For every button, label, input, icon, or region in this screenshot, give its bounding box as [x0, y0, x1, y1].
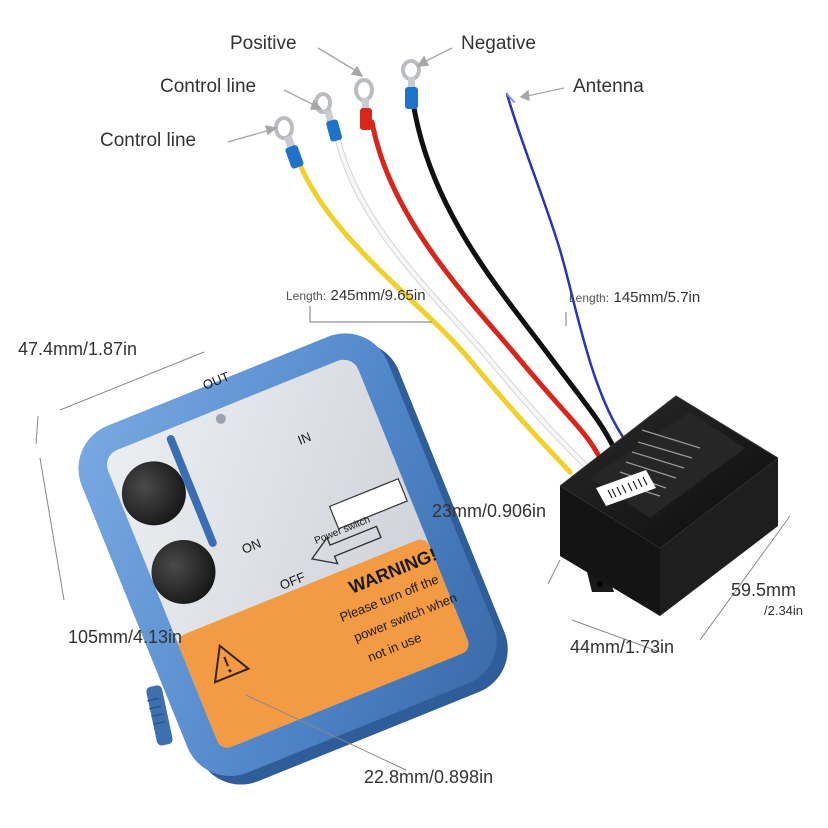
- negative-label: Negative: [461, 33, 536, 54]
- terminal-control-2: [314, 92, 342, 142]
- antenna-label: Antenna: [573, 76, 644, 97]
- receiver-label-sticker: [590, 412, 745, 518]
- positive-label: Positive: [230, 33, 297, 54]
- receiver-box: [559, 395, 779, 616]
- receiver-length-label: 59.5mm: [731, 580, 797, 600]
- yellow-wire: [295, 157, 573, 475]
- in-button[interactable]: [142, 530, 225, 613]
- control-line-label-1: Control line: [160, 76, 257, 97]
- remote-control: [78, 333, 508, 785]
- remote-length-label: 105mm/4.13in: [68, 627, 183, 647]
- terminal-negative: [401, 59, 421, 109]
- control-line-label-2: Control line: [100, 130, 197, 151]
- black-wire: [410, 99, 618, 453]
- red-wire: [369, 119, 603, 461]
- length-value: 145mm/5.7in: [613, 289, 701, 306]
- on-label: ON: [240, 536, 264, 557]
- ring-terminals: [274, 59, 421, 169]
- remote-width-label: 47.4mm/1.87in: [18, 339, 138, 359]
- remote-thickness-label: 22.8mm/0.898in: [364, 767, 494, 787]
- power-switch-slider[interactable]: [145, 684, 173, 746]
- length-value: 245mm/9.65in: [330, 287, 426, 304]
- receiver-height-label: 23mm/0.906in: [432, 501, 547, 521]
- terminal-positive: [354, 78, 374, 130]
- terminal-control-1: [274, 116, 304, 169]
- status-led: [215, 413, 226, 424]
- antenna-wire: [505, 92, 627, 442]
- leader-arrows: [227, 47, 565, 143]
- length-annotation-145: Length: 145mm/5.7in: [569, 290, 700, 306]
- length-prefix: Length:: [569, 291, 610, 305]
- wire-bundle: [295, 92, 627, 475]
- length-prefix: Length:: [286, 289, 327, 303]
- length-bracket-245: [309, 306, 432, 323]
- receiver-width-label: 44mm/1.73in: [570, 637, 675, 657]
- warning-panel: [178, 539, 469, 748]
- length-annotation-245: Length: 245mm/9.65in: [286, 288, 426, 304]
- in-label: IN: [296, 429, 314, 448]
- out-button[interactable]: [112, 452, 195, 535]
- dimension-lines: [35, 351, 791, 771]
- receiver-length-in-label: /2.34in: [764, 603, 804, 618]
